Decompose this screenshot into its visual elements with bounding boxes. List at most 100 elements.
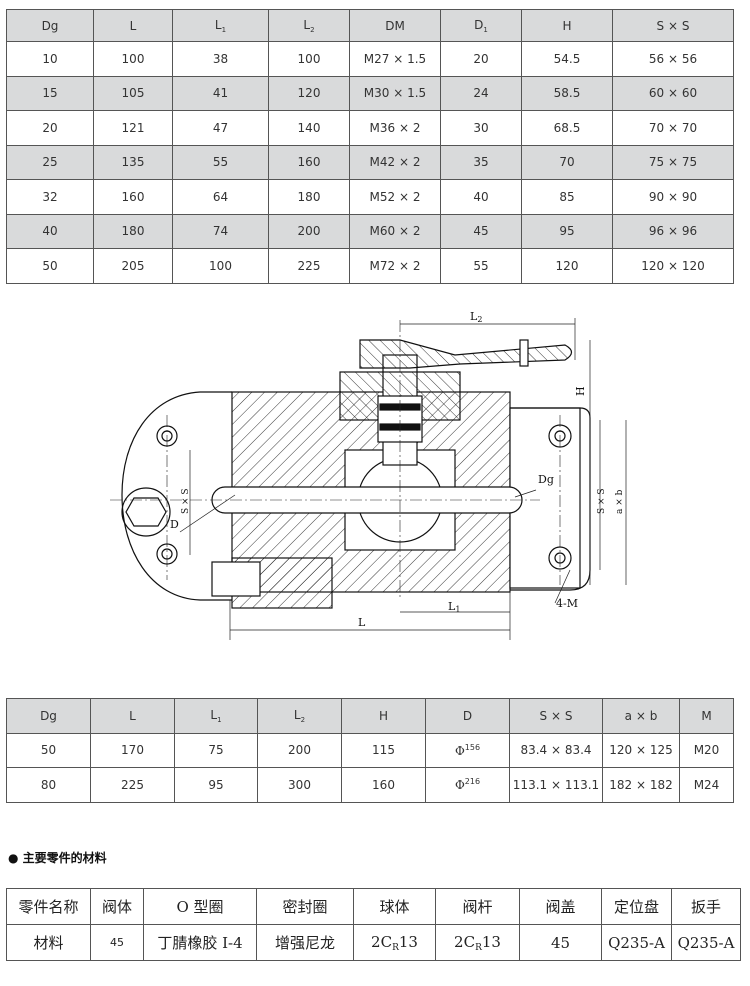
cell: 225 [268, 248, 350, 284]
dimension-table-2: Dg L L1 L2 H D S × S a × b M 50 170 75 2… [6, 698, 734, 803]
cell: M72 × 2 [349, 248, 441, 284]
cell: 180 [268, 179, 350, 215]
header-l2: L2 [257, 698, 342, 734]
cell: 54.5 [521, 41, 613, 77]
header-l1: L1 [174, 698, 258, 734]
cell: 120 × 120 [612, 248, 734, 284]
cell: 60 × 60 [612, 75, 734, 111]
materials-heading: ● 主要零件的材料 [8, 849, 107, 866]
header-l2: L2 [268, 9, 350, 42]
cell: 40 [6, 213, 94, 249]
valve-cross-section-drawing: L2 H Dg S × S a × b S × S D L1 L 4-M [110, 310, 627, 640]
cell: 56 × 56 [612, 41, 734, 77]
cell: 135 [93, 144, 173, 180]
cell: M24 [679, 767, 734, 803]
label-l2: L2 [470, 310, 482, 324]
cell: 75 × 75 [612, 144, 734, 180]
cell: Q235-A [671, 924, 741, 961]
cell: 200 [268, 213, 350, 249]
cell: M42 × 2 [349, 144, 441, 180]
cell: 140 [268, 110, 350, 146]
cell: Φ216 [425, 767, 510, 803]
cell: 阀体 [90, 888, 144, 925]
handle [359, 339, 573, 369]
cell: 225 [90, 767, 175, 803]
label-l1: L1 [448, 600, 460, 614]
label-h: H [574, 386, 587, 396]
cell: 58.5 [521, 75, 613, 111]
cell: 160 [268, 144, 350, 180]
cell: 182 × 182 [602, 767, 680, 803]
table-row: 材料 45 丁腈橡胶 I-4 增强尼龙 2CR13 2CR13 45 Q235-… [6, 924, 741, 961]
cell: 95 [521, 213, 613, 249]
cell: 55 [172, 144, 269, 180]
table-row: 80 225 95 300 160 Φ216 113.1 × 113.1 182… [6, 767, 734, 803]
cell: 47 [172, 110, 269, 146]
cell: 100 [268, 41, 350, 77]
cell: M36 × 2 [349, 110, 441, 146]
cell: 零件名称 [6, 888, 91, 925]
label-l: L [358, 616, 366, 629]
cell: 68.5 [521, 110, 613, 146]
label-d: D [170, 518, 179, 531]
cell: 30 [440, 110, 522, 146]
cell: 20 [440, 41, 522, 77]
cell: 96 × 96 [612, 213, 734, 249]
cell: 2CR13 [435, 924, 520, 961]
header-sxs: S × S [509, 698, 603, 734]
cell: 95 [174, 767, 258, 803]
cell: 50 [6, 732, 91, 768]
cell: 阀杆 [435, 888, 520, 925]
cell: 64 [172, 179, 269, 215]
flange-outline [121, 391, 232, 601]
header-h: H [521, 9, 613, 42]
header-dm: DM [349, 9, 441, 42]
cell: 113.1 × 113.1 [509, 767, 603, 803]
cell: 121 [93, 110, 173, 146]
header-dg: Dg [6, 698, 91, 734]
header-l1: L1 [172, 9, 269, 42]
table-row: 50 170 75 200 115 Φ156 83.4 × 83.4 120 ×… [6, 732, 734, 768]
cell: 300 [257, 767, 342, 803]
header-dg: Dg [6, 9, 94, 42]
table-header-row: 零件名称 阀体 O 型圈 密封圈 球体 阀杆 阀盖 定位盘 扳手 [6, 888, 741, 925]
cell: 74 [172, 213, 269, 249]
cell: 32 [6, 179, 94, 215]
cell: M27 × 1.5 [349, 41, 441, 77]
cell: 24 [440, 75, 522, 111]
materials-table: 零件名称 阀体 O 型圈 密封圈 球体 阀杆 阀盖 定位盘 扳手 材料 45 丁… [6, 888, 741, 961]
cell: 20 [6, 110, 94, 146]
materials-heading-text: 主要零件的材料 [22, 851, 107, 865]
cell: 45 [519, 924, 602, 961]
table-header-row: Dg L L1 L2 H D S × S a × b M [6, 698, 734, 734]
cell: 38 [172, 41, 269, 77]
header-axb: a × b [602, 698, 680, 734]
header-l: L [90, 698, 175, 734]
cell: 75 [174, 732, 258, 768]
cell: 200 [257, 732, 342, 768]
cell: 160 [93, 179, 173, 215]
cell: 205 [93, 248, 173, 284]
cell: 105 [93, 75, 173, 111]
hex-bolt [121, 487, 171, 537]
cell: M52 × 2 [349, 179, 441, 215]
cell: 55 [440, 248, 522, 284]
cell: 41 [172, 75, 269, 111]
cell: 80 [6, 767, 91, 803]
cell: M60 × 2 [349, 213, 441, 249]
cell: O 型圈 [143, 888, 257, 925]
cell: 70 × 70 [612, 110, 734, 146]
header-l: L [93, 9, 173, 42]
bullet-icon: ● [8, 851, 19, 865]
label-dg: Dg [538, 473, 554, 486]
cell: 球体 [353, 888, 436, 925]
cell: 45 [440, 213, 522, 249]
cell: 120 × 125 [602, 732, 680, 768]
